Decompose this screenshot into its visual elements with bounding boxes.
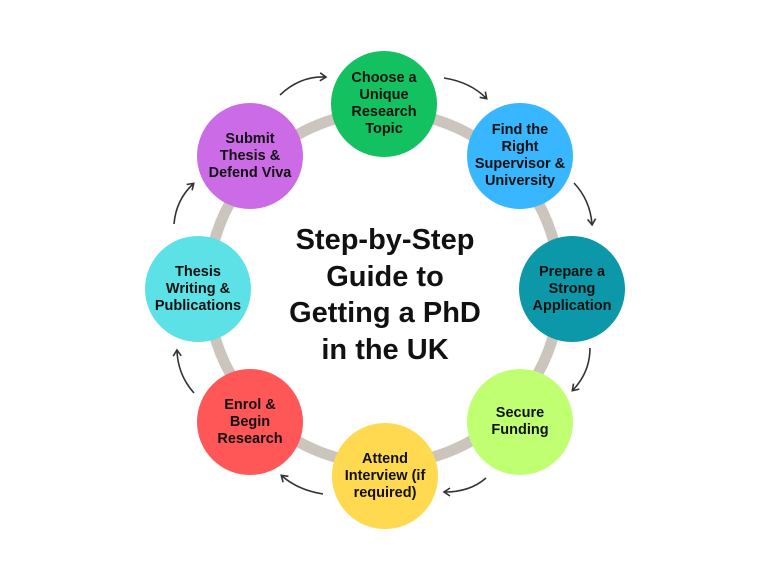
step-4-node: Secure Funding bbox=[467, 369, 573, 475]
arrow-icon bbox=[279, 72, 328, 96]
step-label: Choose a Unique Research Topic bbox=[351, 70, 417, 137]
arrow-icon bbox=[443, 77, 488, 100]
flow-arrows bbox=[172, 72, 597, 497]
step-label: Secure Funding bbox=[491, 405, 549, 438]
step-label: Thesis Writing & Publications bbox=[154, 263, 242, 314]
arrow-icon bbox=[442, 477, 487, 497]
step-5-node: Attend Interview (if required) bbox=[332, 423, 438, 529]
step-label: Submit Thesis & Defend Viva bbox=[208, 130, 292, 181]
step-label: Find the Right Supervisor & University bbox=[474, 122, 566, 189]
step-label: Attend Interview (if required) bbox=[344, 450, 426, 501]
arrow-icon bbox=[573, 182, 597, 227]
step-2-node: Find the Right Supervisor & University bbox=[467, 103, 573, 209]
step-label: Enrol & Begin Research bbox=[217, 396, 283, 447]
arrow-icon bbox=[173, 182, 195, 225]
step-6-node: Enrol & Begin Research bbox=[197, 369, 303, 475]
step-8-node: Submit Thesis & Defend Viva bbox=[197, 103, 303, 209]
step-1-node: Choose a Unique Research Topic bbox=[331, 51, 437, 157]
arrow-icon bbox=[571, 347, 591, 392]
step-7-node: Thesis Writing & Publications bbox=[145, 236, 251, 342]
step-label: Prepare a Strong Application bbox=[532, 263, 612, 314]
diagram-title: Step-by-Step Guide to Getting a PhD in t… bbox=[289, 224, 481, 366]
step-3-node: Prepare a Strong Application bbox=[519, 236, 625, 342]
arrow-icon bbox=[280, 474, 324, 495]
arrow-icon bbox=[172, 348, 195, 394]
